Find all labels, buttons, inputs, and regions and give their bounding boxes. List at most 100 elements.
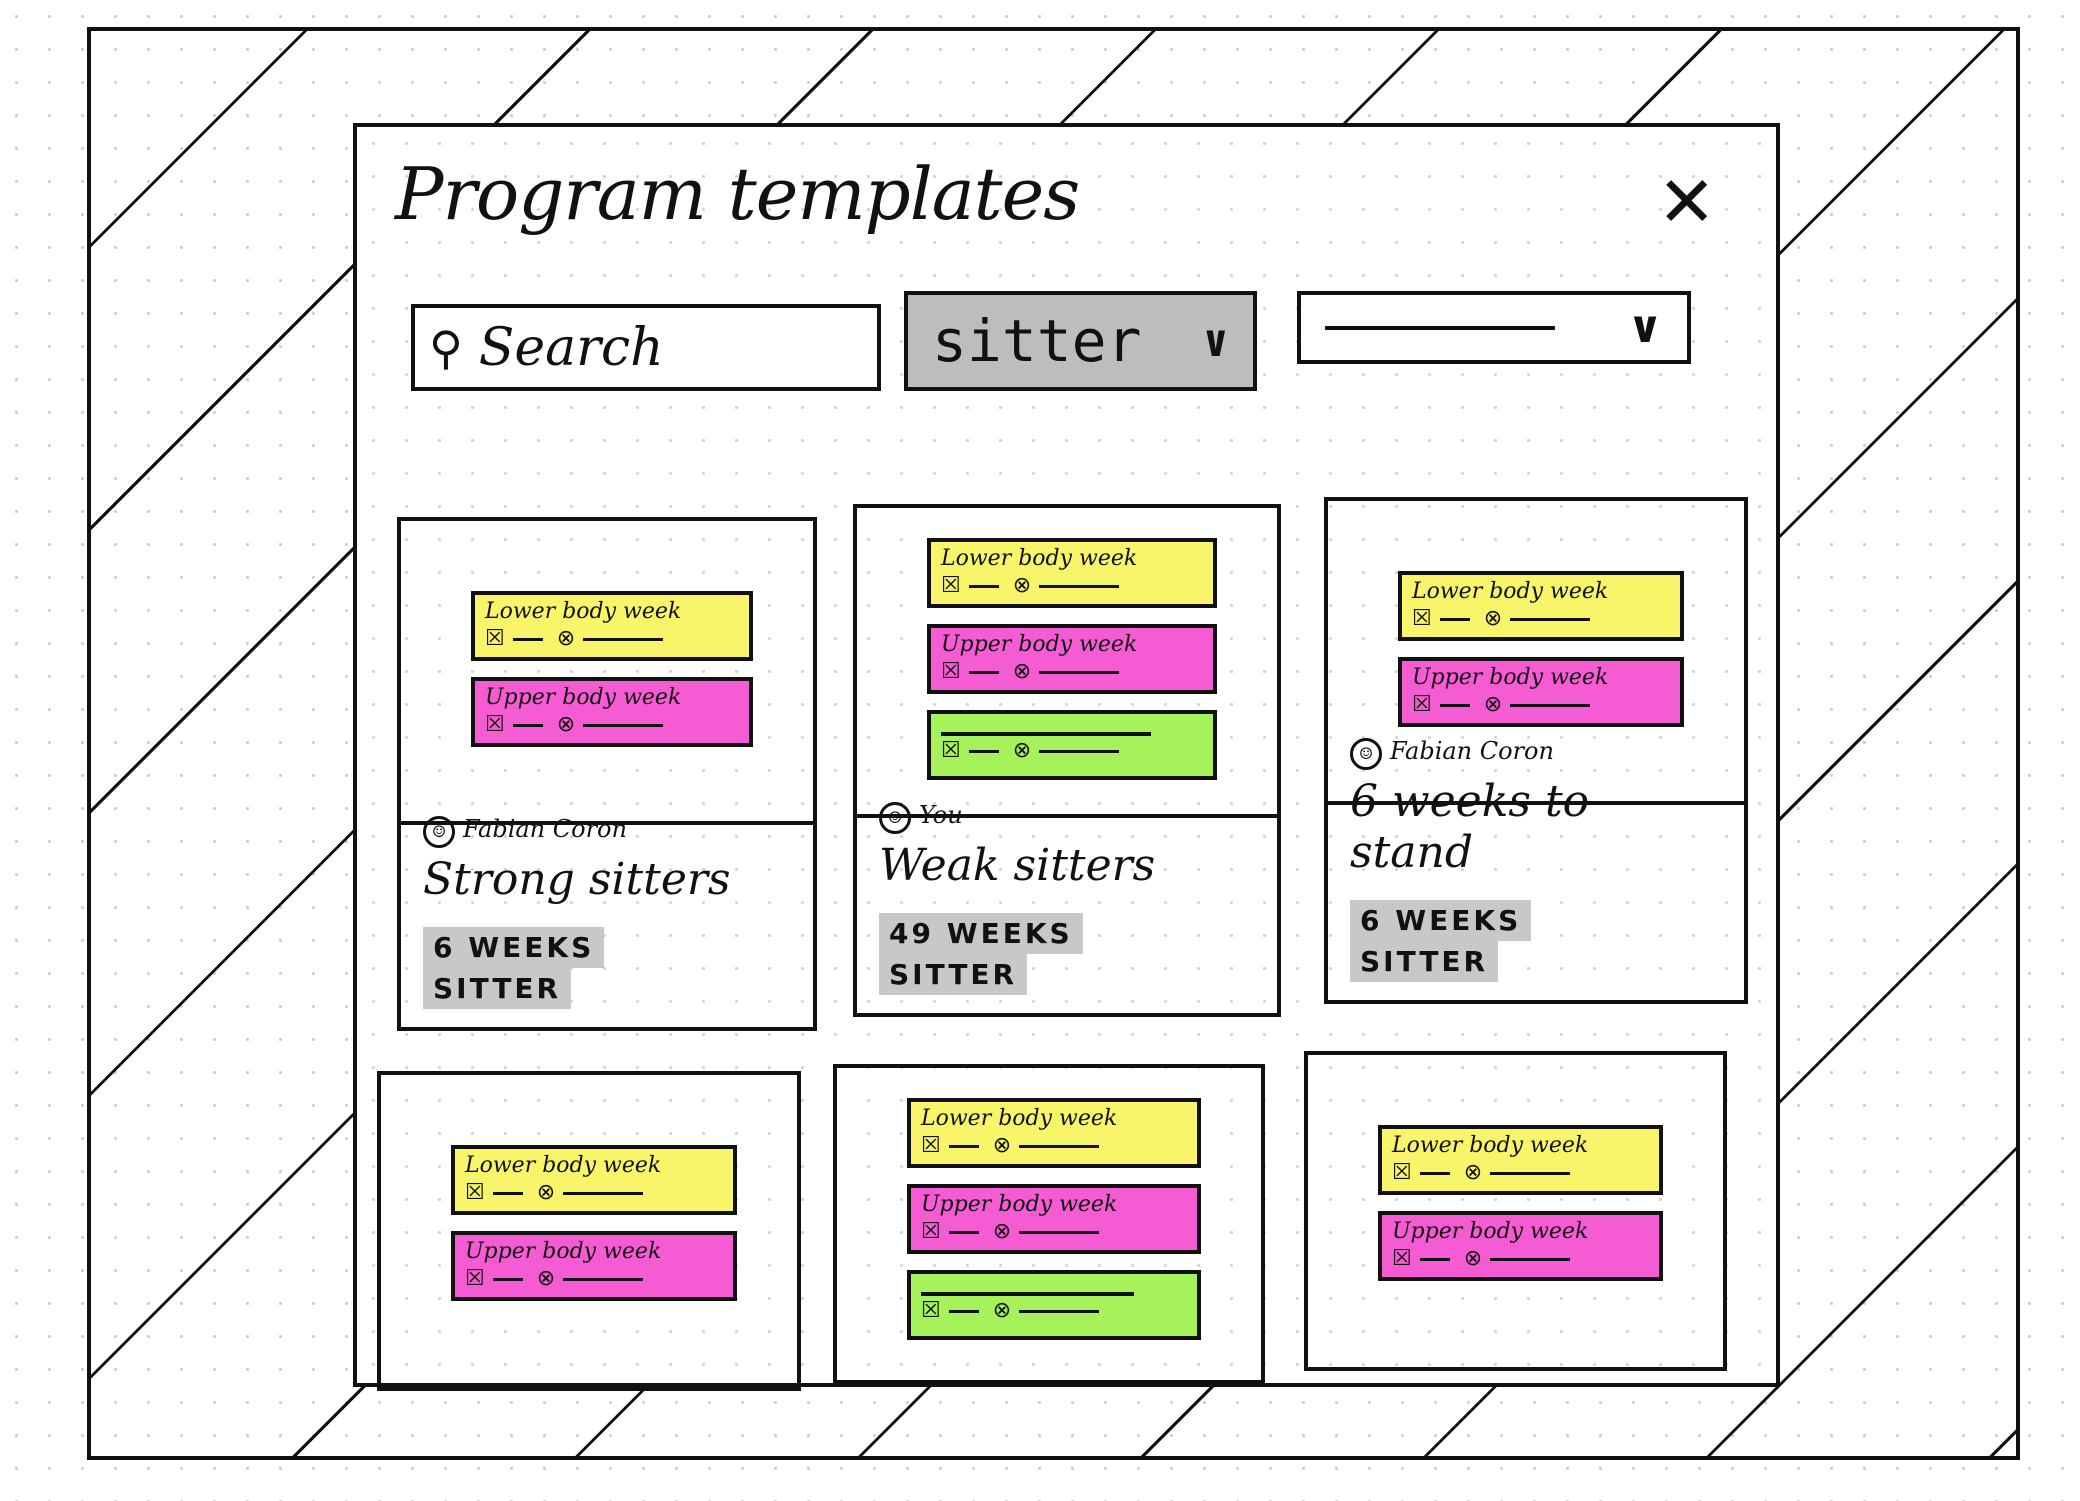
template-card[interactable]: Lower body week☒⊗Upper body week☒⊗ <box>377 1071 801 1391</box>
stat-line <box>512 723 543 727</box>
avatar-icon: ☺ <box>1350 738 1382 770</box>
equipment-icon: ⊗ <box>536 1180 556 1205</box>
stat-line <box>1019 1144 1100 1148</box>
week-block: Upper body week☒⊗ <box>471 677 753 747</box>
week-label: Lower body week <box>941 546 1138 571</box>
tag-badge: SITTER <box>423 968 572 1009</box>
avatar-icon: ☺ <box>423 816 455 848</box>
tag-badge: SITTER <box>879 954 1028 995</box>
week-stats: ☒⊗ <box>485 626 739 651</box>
exercise-icon: ☒ <box>1412 692 1432 717</box>
tag-badge: SITTER <box>1350 941 1499 982</box>
week-stats: ☒⊗ <box>941 738 1203 763</box>
week-block: ☒⊗ <box>907 1270 1201 1340</box>
week-label: Upper body week <box>1392 1219 1589 1244</box>
close-icon[interactable]: ✕ <box>1657 161 1716 243</box>
author-name: You <box>919 801 963 829</box>
week-label: Lower body week <box>1412 579 1609 604</box>
exercise-icon: ☒ <box>485 626 505 651</box>
week-stats: ☒⊗ <box>1412 606 1670 631</box>
stat-line <box>1039 670 1120 674</box>
exercise-icon: ☒ <box>1412 606 1432 631</box>
week-block: ☒⊗ <box>927 710 1217 780</box>
stat-line <box>1439 703 1470 707</box>
week-stats: ☒⊗ <box>921 1133 1187 1158</box>
week-block: Upper body week☒⊗ <box>927 624 1217 694</box>
equipment-icon: ⊗ <box>556 626 576 651</box>
card-preview: Lower body week☒⊗Upper body week☒⊗ <box>1328 501 1744 805</box>
exercise-icon: ☒ <box>465 1180 485 1205</box>
stat-line <box>968 584 999 588</box>
exercise-icon: ☒ <box>941 659 961 684</box>
stat-line <box>948 1144 979 1148</box>
stat-line <box>563 1191 644 1195</box>
template-card[interactable]: Lower body week☒⊗Upper body week☒⊗☒⊗ <box>833 1064 1265 1384</box>
week-block: Lower body week☒⊗ <box>451 1145 737 1215</box>
equipment-icon: ⊗ <box>992 1298 1012 1323</box>
week-block: Upper body week☒⊗ <box>1378 1211 1663 1281</box>
card-author: ☺ Fabian Coron <box>1350 737 1722 770</box>
chevron-down-icon: ∨ <box>1627 302 1663 353</box>
card-tags: 6 WEEKSSITTER <box>1350 900 1722 982</box>
stat-line <box>1039 749 1120 753</box>
author-name: Fabian Coron <box>1390 737 1554 765</box>
week-label: Upper body week <box>941 632 1138 657</box>
exercise-icon: ☒ <box>921 1133 941 1158</box>
week-label: Upper body week <box>1412 665 1609 690</box>
week-label: Lower body week <box>485 599 682 624</box>
week-stats: ☒⊗ <box>485 712 739 737</box>
week-label: Upper body week <box>465 1239 662 1264</box>
stat-line <box>1439 617 1470 621</box>
stat-line <box>1510 617 1591 621</box>
exercise-icon: ☒ <box>941 738 961 763</box>
week-stats: ☒⊗ <box>465 1266 723 1291</box>
week-label <box>941 718 1151 736</box>
search-icon: ⚲ <box>429 320 463 375</box>
week-block: Lower body week☒⊗ <box>907 1098 1201 1168</box>
template-card[interactable]: Lower body week☒⊗Upper body week☒⊗☺Fabia… <box>1324 497 1748 1004</box>
stat-line <box>1019 1309 1100 1313</box>
stat-line <box>1490 1257 1571 1261</box>
week-label <box>921 1278 1134 1296</box>
stat-line <box>583 637 664 641</box>
template-card[interactable]: Lower body week☒⊗Upper body week☒⊗☺Fabia… <box>397 517 817 1031</box>
week-label: Upper body week <box>485 685 682 710</box>
stat-line <box>968 749 999 753</box>
modal-title: Program templates <box>395 152 1080 236</box>
search-input[interactable] <box>476 316 841 379</box>
equipment-icon: ⊗ <box>1463 1160 1483 1185</box>
card-title: Weak sitters <box>879 840 1156 891</box>
stat-line <box>1419 1257 1450 1261</box>
exercise-icon: ☒ <box>941 573 961 598</box>
stat-line <box>512 637 543 641</box>
equipment-icon: ⊗ <box>992 1219 1012 1244</box>
sort-dropdown[interactable]: ∨ <box>1297 291 1691 364</box>
equipment-icon: ⊗ <box>1012 573 1032 598</box>
tag-filter-dropdown[interactable]: sitter ∨ <box>904 291 1257 391</box>
equipment-icon: ⊗ <box>536 1266 556 1291</box>
equipment-icon: ⊗ <box>1483 606 1503 631</box>
card-preview: Lower body week☒⊗Upper body week☒⊗☒⊗ <box>857 508 1277 818</box>
week-stats: ☒⊗ <box>921 1298 1187 1323</box>
stat-line <box>948 1230 979 1234</box>
stat-line <box>1419 1171 1450 1175</box>
search-field[interactable]: ⚲ <box>411 304 881 391</box>
exercise-icon: ☒ <box>921 1219 941 1244</box>
equipment-icon: ⊗ <box>556 712 576 737</box>
duration-badge: 6 WEEKS <box>1350 900 1532 941</box>
week-stats: ☒⊗ <box>1412 692 1670 717</box>
week-label: Lower body week <box>921 1106 1118 1131</box>
template-card[interactable]: Lower body week☒⊗ Upper body week☒⊗ <box>1304 1051 1727 1371</box>
sort-placeholder-line <box>1325 325 1555 330</box>
stat-line <box>583 723 664 727</box>
week-block: Lower body week☒⊗ <box>1398 571 1684 641</box>
week-stats: ☒⊗ <box>941 659 1203 684</box>
stat-line <box>492 1277 523 1281</box>
author-name: Fabian Coron <box>463 815 627 843</box>
week-block: Upper body week☒⊗ <box>451 1231 737 1301</box>
week-block: Lower body week☒⊗ <box>1378 1125 1663 1195</box>
template-card[interactable]: Lower body week☒⊗Upper body week☒⊗☒⊗☺You… <box>853 504 1281 1017</box>
